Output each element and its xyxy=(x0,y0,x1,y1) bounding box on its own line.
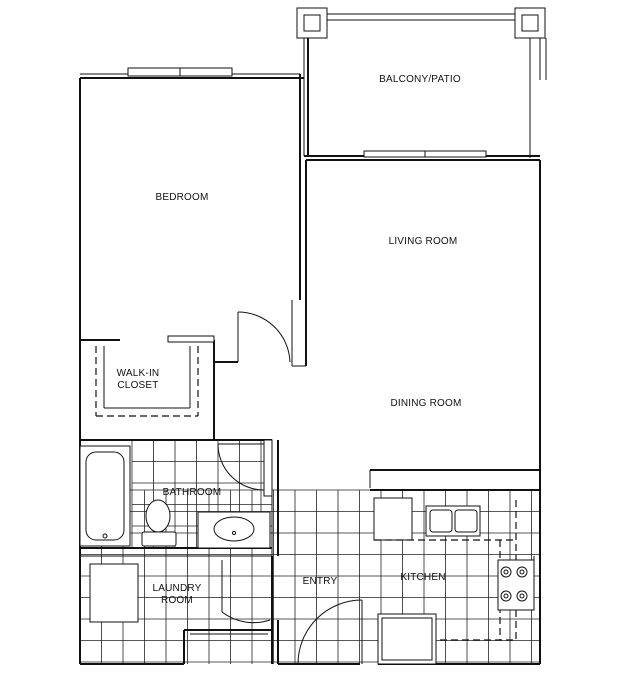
label-laundry-room-line1: LAUNDRY xyxy=(152,583,201,594)
walk-in-closet xyxy=(80,335,215,441)
bedroom-walls xyxy=(79,73,307,440)
label-bedroom: BEDROOM xyxy=(155,192,208,203)
label-walk-in-closet-line1: WALK-IN xyxy=(117,368,160,379)
label-kitchen: KITCHEN xyxy=(400,572,445,583)
toilet xyxy=(141,499,177,547)
bedroom-door xyxy=(237,311,291,363)
laundry-room xyxy=(80,556,279,665)
balcony-post-right xyxy=(514,7,546,39)
kitchen-counters xyxy=(373,490,541,665)
bathroom-door xyxy=(217,439,273,497)
balcony-sliding-door xyxy=(363,150,487,158)
entry-door xyxy=(278,599,363,665)
refrigerator xyxy=(377,613,437,665)
balcony-structure xyxy=(303,13,547,158)
label-dining-room: DINING ROOM xyxy=(390,398,461,409)
bathtub xyxy=(79,445,131,547)
living-dining-walls xyxy=(306,159,541,491)
label-entry: ENTRY xyxy=(303,576,338,587)
label-living-room: LIVING ROOM xyxy=(389,236,458,247)
label-walk-in-closet-line2: CLOSET xyxy=(117,380,158,391)
kitchen-sink xyxy=(425,505,481,537)
stove-cooktop xyxy=(497,559,535,611)
bathroom-vanity-sink xyxy=(197,511,271,549)
balcony-post-left xyxy=(296,7,328,39)
laundry-door xyxy=(221,560,271,624)
label-bathroom: BATHROOM xyxy=(163,487,222,498)
label-laundry-room-line2: ROOM xyxy=(161,595,193,606)
label-balcony-patio: BALCONY/PATIO xyxy=(379,74,461,85)
bedroom-window xyxy=(127,67,233,77)
